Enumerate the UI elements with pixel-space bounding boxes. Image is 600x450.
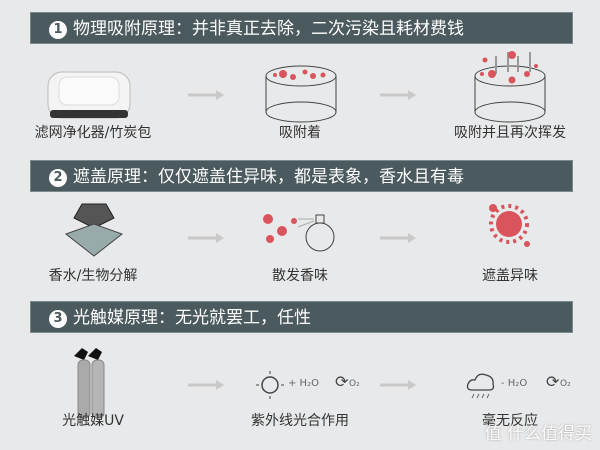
step-label: 毫无反应 xyxy=(482,413,538,429)
arrow-icon xyxy=(380,380,416,390)
section-title: 光触媒原理：无光就罢工，任性 xyxy=(73,308,311,328)
air-purifier-icon xyxy=(47,71,131,119)
arrow-icon xyxy=(188,380,224,390)
section-title: 物理吸附原理：并非真正去除，二次污染且耗材费钱 xyxy=(73,19,464,39)
volatilization-cylinder-icon xyxy=(474,51,546,123)
arrow-icon xyxy=(380,90,416,100)
spray-bottles-icon xyxy=(74,348,105,419)
section-title: 遮盖原理：仅仅遮盖住异味，都是表象，香水且有毒 xyxy=(73,167,464,187)
arrow-icon xyxy=(188,233,224,243)
watermark: 值 什么值得买 xyxy=(484,424,592,444)
arrow-icon xyxy=(188,90,224,100)
perfume-spray-icon xyxy=(263,214,335,252)
arrow-icon xyxy=(380,233,416,243)
rain-cloud-icon xyxy=(466,373,495,399)
step-label: 遮盖异味 xyxy=(482,268,538,284)
step-label: 光触媒UV xyxy=(62,413,124,429)
step-label: 吸附并且再次挥发 xyxy=(454,125,566,141)
section-number: 2 xyxy=(49,169,67,187)
step-label: 散发香味 xyxy=(272,268,328,284)
cycle-icon: ⟳ xyxy=(335,372,349,391)
sun-icon xyxy=(256,371,284,399)
step-label: 吸附着 xyxy=(279,125,321,141)
section-2-header: 2 遮盖原理：仅仅遮盖住异味，都是表象，香水且有毒 xyxy=(30,160,573,192)
section-number: 3 xyxy=(49,310,67,328)
section-3-header: 3 光触媒原理：无光就罢工，任性 xyxy=(30,301,573,333)
formula-o2: O₂ xyxy=(349,379,360,389)
covered-germ-icon xyxy=(489,204,530,247)
formula-plus: + H₂O xyxy=(288,378,319,389)
step-label: 滤网净化器/竹炭包 xyxy=(34,125,152,141)
step-label: 紫外线光合作用 xyxy=(251,413,349,429)
formula-o2: O₂ xyxy=(560,379,571,389)
adsorption-cylinder-icon xyxy=(265,65,337,123)
section-number: 1 xyxy=(49,21,67,39)
formula-minus: - H₂O xyxy=(501,378,528,389)
perfume-bottle-icon xyxy=(64,203,124,257)
cycle-icon: ⟳ xyxy=(546,372,560,391)
section-1-header: 1 物理吸附原理：并非真正去除，二次污染且耗材费钱 xyxy=(30,12,573,44)
step-label: 香水/生物分解 xyxy=(48,268,138,284)
